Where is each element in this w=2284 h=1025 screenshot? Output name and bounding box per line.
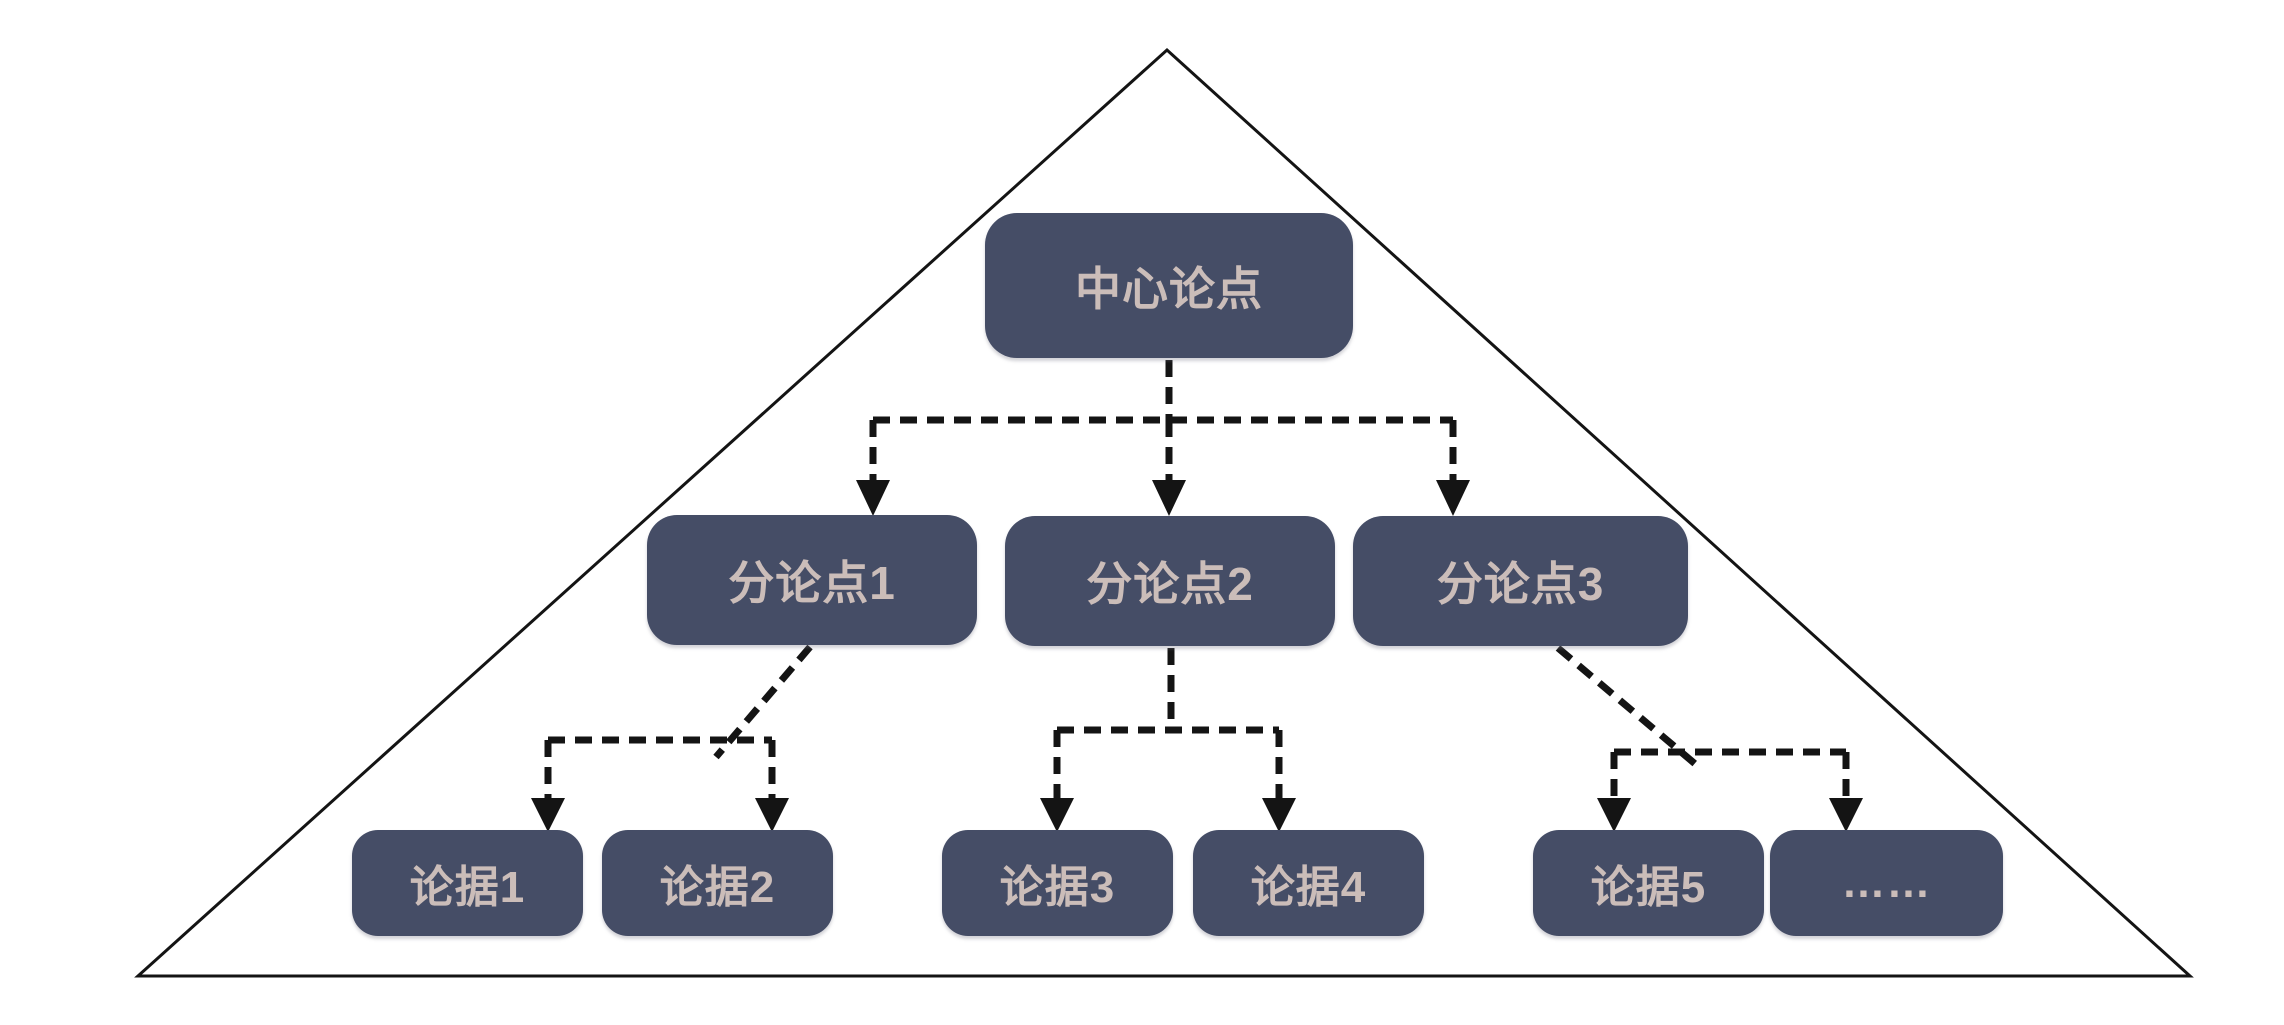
arrowheads-group2 — [1040, 798, 1296, 832]
node-evidence-5: 论据5 — [1533, 830, 1764, 936]
arrowheads-group3 — [1597, 798, 1863, 832]
node-sub-point-2: 分论点2 — [1005, 516, 1335, 646]
node-evidence-2-label: 论据2 — [659, 863, 776, 912]
arrowheads-row2 — [856, 480, 1470, 516]
node-evidence-ellipsis-label: …… — [1841, 858, 1932, 907]
node-evidence-3-label: 论据3 — [999, 863, 1116, 912]
connector-sub3-to-evidence — [1555, 645, 1850, 800]
arrowheads-group1 — [531, 798, 789, 832]
node-sub-point-3-label: 分论点3 — [1436, 558, 1605, 610]
node-central-point-label: 中心论点 — [1075, 262, 1263, 315]
node-evidence-4-label: 论据4 — [1250, 863, 1367, 912]
pyramid-outline — [134, 47, 2194, 978]
node-evidence-1-label: 论据1 — [409, 863, 526, 912]
node-evidence-1: 论据1 — [352, 830, 583, 936]
node-evidence-3: 论据3 — [942, 830, 1173, 936]
node-evidence-4: 论据4 — [1193, 830, 1424, 936]
node-evidence-2: 论据2 — [602, 830, 833, 936]
node-sub-point-1: 分论点1 — [647, 515, 977, 645]
node-sub-point-2-label: 分论点2 — [1086, 558, 1254, 610]
node-evidence-5-label: 论据5 — [1590, 863, 1707, 912]
node-sub-point-1-label: 分论点1 — [728, 557, 896, 609]
connector-central-to-subs — [869, 360, 1457, 482]
connector-sub2-to-evidence — [1053, 648, 1283, 800]
connector-sub1-to-evidence — [544, 644, 813, 800]
node-evidence-ellipsis: …… — [1770, 830, 2003, 936]
node-sub-point-3: 分论点3 — [1353, 516, 1688, 646]
node-central-point: 中心论点 — [985, 213, 1353, 358]
